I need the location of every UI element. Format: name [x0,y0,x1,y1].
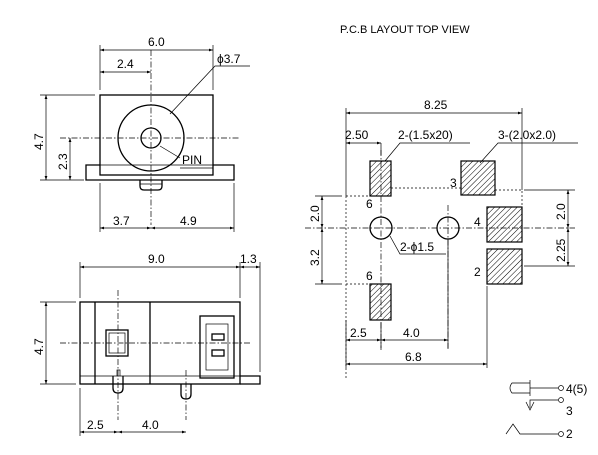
label-holes: 2-ϕ1.5 [400,240,434,254]
pin-number-6-bottom: 6 [366,269,373,283]
pad-square-4 [486,206,523,243]
pin-number-6-top: 6 [366,197,373,211]
pad-slot-bottom [369,283,392,321]
dim-pcb-left-bottom: 3.2 [308,249,322,266]
dim-top-offset: 2.4 [117,57,134,71]
dim-top-height-total: 4.7 [32,133,46,150]
dim-side-length: 9.0 [148,252,165,266]
pad-slot-top [369,160,392,197]
dim-top-diameter: ϕ3.7 [217,52,241,66]
dim-side-pos-b: 4.0 [142,418,159,432]
dim-pcb-right-top: 2.0 [554,203,568,220]
pad-square-3 [460,160,496,196]
top-view: 6.0 2.4 ϕ3.7 4.7 2.3 PIN 3.7 4.9 [32,35,250,232]
dim-top-bottom-right: 4.9 [180,214,197,228]
pcb-layout: P.C.B LAYOUT TOP VIEW [305,24,578,380]
dim-pcb-bottom-a: 2.5 [350,326,367,340]
page-title: P.C.B LAYOUT TOP VIEW [340,24,470,36]
label-pads-3: 3-(2.0x2.0) [498,128,556,142]
jack-schematic: 4(5) 3 2 [505,380,587,441]
jack-outer-circle [117,104,185,172]
pad-square-2 [486,248,523,285]
top-view-body [99,94,214,176]
pin-number-4: 4 [474,215,481,229]
pin-number-3: 3 [450,176,457,190]
dim-pcb-bottom-total: 6.8 [405,350,422,364]
dim-pcb-right-bottom: 2.25 [554,238,568,262]
dim-top-width: 6.0 [148,35,165,49]
dim-side-height: 4.7 [32,338,46,355]
label-pin: PIN [182,153,202,167]
schematic-pin-a: 4(5) [566,382,587,396]
dim-pcb-left-top: 2.0 [308,205,322,222]
schematic-pin-c: 2 [566,427,573,441]
dim-side-pos-a: 2.5 [87,418,104,432]
dim-pcb-width-total: 8.25 [424,98,448,112]
schematic-pin-b: 3 [566,404,573,418]
dim-top-height-center: 2.3 [56,153,70,170]
dim-side-overhang: 1.3 [240,252,257,266]
pin-number-2: 2 [474,265,481,279]
dim-pcb-bottom-b: 4.0 [403,326,420,340]
label-pads-2: 2-(1.5x20) [398,128,453,142]
dim-top-bottom-left: 3.7 [113,214,130,228]
side-view: 9.0 1.3 4.7 2.5 4.0 [32,252,261,436]
dim-pcb-pad-offset: 2.50 [345,128,369,142]
